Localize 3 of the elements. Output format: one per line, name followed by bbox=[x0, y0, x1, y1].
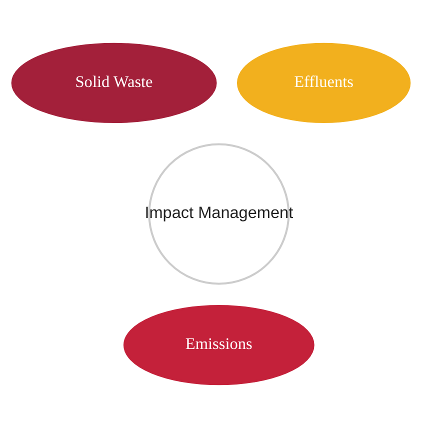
node-ellipse: Solid Waste bbox=[11, 42, 217, 123]
node-ellipse: Emissions bbox=[123, 304, 314, 385]
node-ellipse: Effluents bbox=[236, 42, 411, 123]
